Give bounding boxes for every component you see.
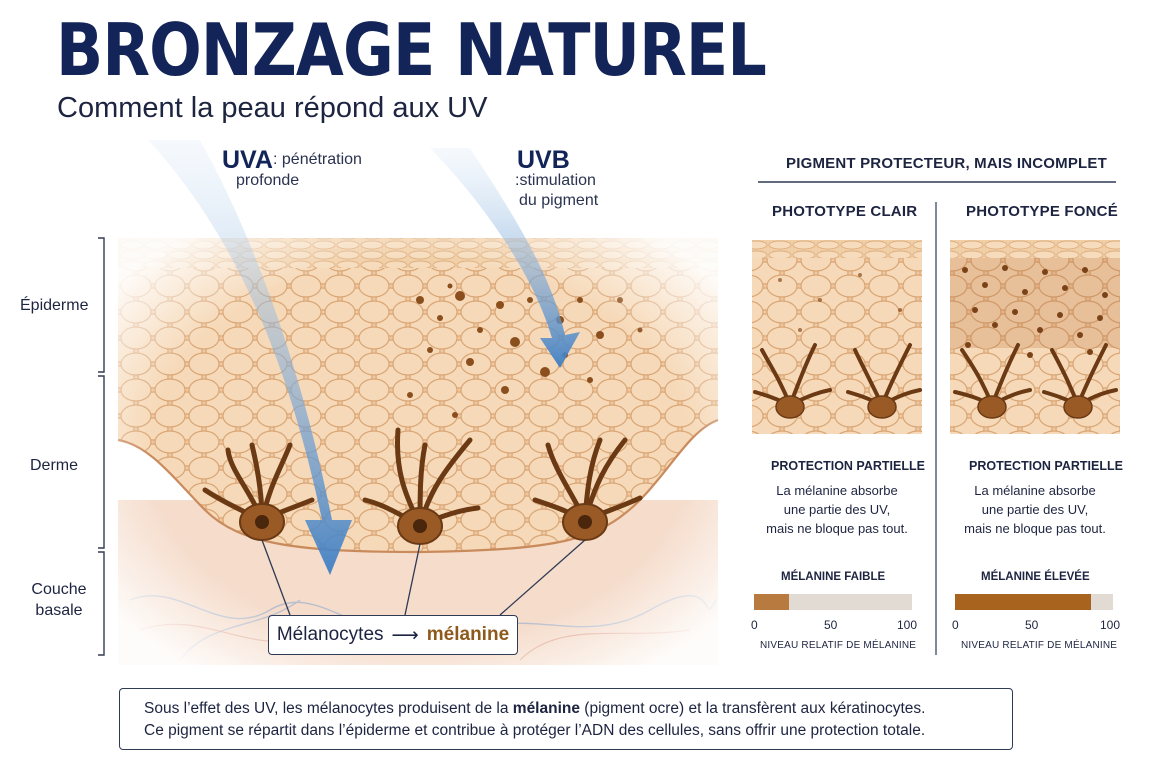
- epidermis-label: Épiderme: [20, 297, 89, 314]
- light-tick-100: 100: [897, 618, 918, 632]
- dark-protection-label: PROTECTION PARTIELLE: [969, 459, 1123, 473]
- light-desc-line: mais ne bloque pas tout.: [766, 520, 908, 536]
- uva-label: UVA: [222, 146, 273, 174]
- light-desc-line: une partie des UV,: [783, 501, 891, 517]
- summary-box: Sous l’effet des UV, les mélanocytes pro…: [119, 688, 1013, 750]
- dermis-label: Derme: [29, 457, 78, 474]
- layer-brackets: [98, 237, 105, 656]
- uvb-desc-1: :stimulation: [515, 172, 596, 189]
- uva-desc-1: : pénétration: [273, 151, 362, 168]
- dark-melanin-bar-fill: [955, 594, 1091, 610]
- dark-bar-caption: NIVEAU RELATIF DE MÉLANINE: [961, 640, 1118, 651]
- dark-tick-50: 50: [1025, 618, 1039, 632]
- page-title: BRONZAGE NATUREL: [56, 8, 767, 92]
- summary-line-2: Ce pigment se répartit dans l’épiderme e…: [144, 721, 926, 739]
- dark-phototype-title: PHOTOTYPE FONCÉ: [966, 203, 1118, 220]
- dark-description: La mélanine absorbe une partie des UV, m…: [940, 482, 1130, 539]
- basal-label-2: basale: [35, 602, 83, 619]
- dark-desc-line: mais ne bloque pas tout.: [964, 520, 1106, 536]
- basal-label-1: Couche: [31, 581, 87, 598]
- uvb-arrow: [430, 148, 580, 368]
- summary-line-1: Sous l’effet des UV, les mélanocytes pro…: [144, 698, 1012, 720]
- right-panel-heading: PIGMENT PROTECTEUR, MAIS INCOMPLET: [786, 155, 1107, 172]
- dark-desc-line: La mélanine absorbe: [974, 483, 1096, 498]
- summary-text: Sous l’effet des UV, les mélanocytes pro…: [144, 700, 513, 717]
- uvb-desc-2: du pigment: [519, 192, 599, 209]
- dark-phototype-illustration: [950, 240, 1120, 434]
- dark-bar-label: MÉLANINE ÉLEVÉE: [981, 571, 1090, 583]
- light-protection-label: PROTECTION PARTIELLE: [771, 459, 925, 473]
- light-bar-caption: NIVEAU RELATIF DE MÉLANINE: [760, 640, 917, 651]
- dark-tick-100: 100: [1100, 618, 1121, 632]
- light-bar-label: MÉLANINE FAIBLE: [781, 571, 886, 583]
- uvb-label: UVB: [517, 146, 570, 174]
- dark-melanin-bar: [955, 594, 1113, 610]
- page-subtitle: Comment la peau répond aux UV: [57, 92, 488, 124]
- melanocyte-text: Mélanocytes: [276, 624, 384, 645]
- light-desc-line: La mélanine absorbe: [776, 483, 898, 498]
- light-phototype-title: PHOTOTYPE CLAIR: [772, 203, 918, 220]
- light-tick-50: 50: [824, 618, 838, 632]
- dark-desc-line: une partie des UV,: [981, 501, 1089, 517]
- uva-arrow: [148, 140, 352, 575]
- melanocyte-callout: Mélanocytes ⟶ mélanine: [268, 615, 518, 655]
- summary-text: (pigment ocre) et la transfèrent aux kér…: [579, 700, 926, 717]
- melanin-text: mélanine: [426, 624, 510, 645]
- summary-bold-melanin: mélanine: [512, 700, 580, 717]
- light-melanin-bar: [754, 594, 912, 610]
- arrow-right-icon: ⟶: [391, 624, 419, 646]
- light-tick-0: 0: [751, 618, 758, 632]
- uva-desc-2: profonde: [236, 172, 300, 189]
- light-description: La mélanine absorbe une partie des UV, m…: [742, 482, 932, 539]
- light-melanin-bar-fill: [754, 594, 789, 610]
- dark-tick-0: 0: [952, 618, 959, 632]
- light-phototype-illustration: [752, 240, 922, 434]
